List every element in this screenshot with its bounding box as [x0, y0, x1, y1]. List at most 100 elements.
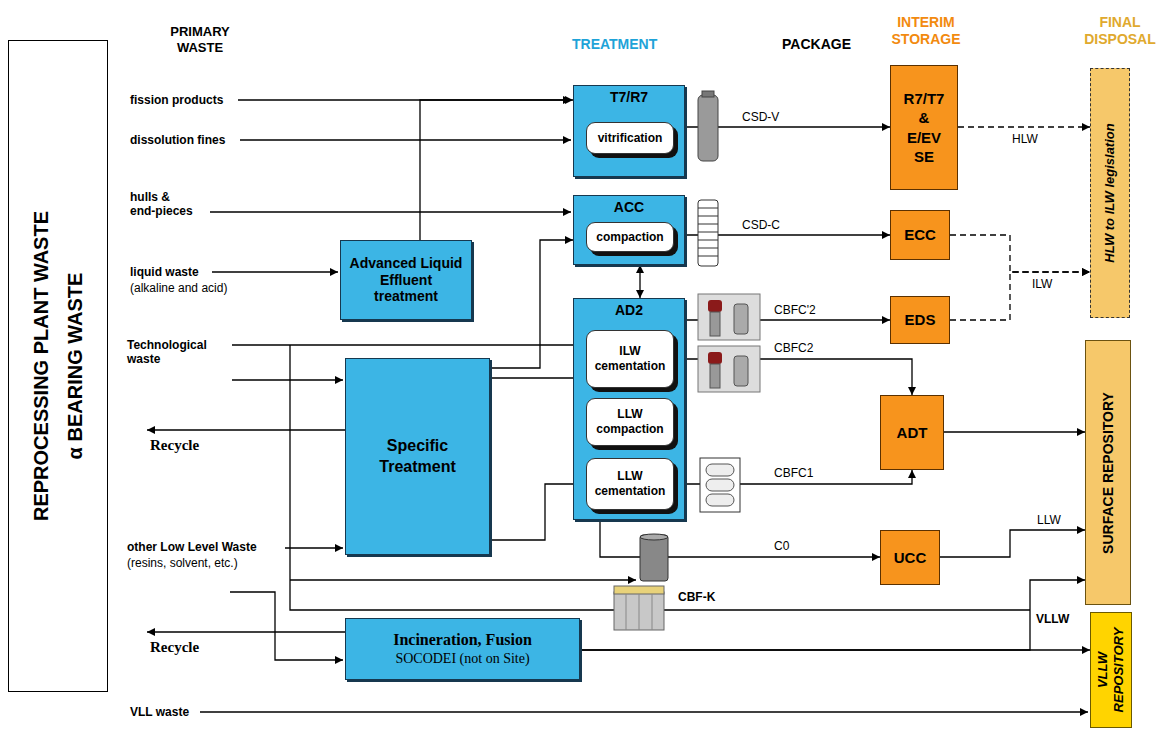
flow-connector — [580, 580, 1085, 650]
annotation-label: PACKAGE — [782, 36, 851, 53]
storage-box: ADT — [880, 395, 944, 470]
drum-top — [708, 300, 722, 312]
annotation-label: TREATMENT — [572, 36, 657, 53]
box-heading: ACC — [574, 196, 684, 216]
node-text: SURFACE REPOSITORY — [1100, 348, 1117, 598]
node-text: T7/R7 — [574, 89, 684, 106]
drum-body — [734, 356, 748, 386]
flow-connector — [639, 265, 640, 298]
package-label: ILW — [1030, 277, 1054, 291]
input-arrow — [212, 271, 338, 272]
node-text: vitrification — [598, 131, 663, 145]
disposal-box: HLW to ILW legislation — [1090, 68, 1130, 318]
annotation-label: VLL waste — [130, 705, 189, 719]
flow-connector — [950, 272, 1090, 320]
rotated-text-group: SURFACE REPOSITORY — [1100, 348, 1117, 598]
annotation-label: Recycle — [150, 638, 199, 656]
process-box: Advanced Liquid Effluent treatment — [340, 240, 472, 320]
package-label: CBFC2 — [772, 341, 815, 355]
node-text: ECC — [904, 226, 936, 244]
input-lines — [147, 100, 1088, 712]
process-box: Specific Treatment — [345, 358, 490, 555]
storage-box: EDS — [890, 296, 950, 344]
process-box: Incineration, FusionSOCODEI (not on Site… — [345, 618, 580, 680]
csd-c-canister — [698, 200, 718, 266]
drum-body — [710, 364, 720, 388]
annotation-label: FINAL DISPOSAL — [1072, 14, 1168, 48]
drum-lid — [640, 534, 668, 540]
input-arrow — [232, 344, 584, 345]
container-body — [698, 346, 760, 392]
process-box: AD2ILW cementationLLW compactionLLW ceme… — [573, 298, 685, 520]
disposal-box: VLLW REPOSITORY — [1090, 612, 1132, 728]
annotation-label: Technological waste — [127, 338, 237, 367]
annotation-label: (alkaline and acid) — [130, 281, 227, 295]
flow-connector — [490, 484, 586, 540]
process-step: LLW compaction — [586, 398, 674, 446]
annotation-label: liquid waste — [130, 265, 199, 279]
c0-drum — [640, 534, 668, 581]
box-heading: T7/R7 — [574, 86, 684, 106]
node-text: Incineration, Fusion — [393, 630, 532, 651]
flow-connector — [580, 649, 1090, 650]
package-label: CSD-V — [740, 110, 781, 124]
annotation-label: VLLW — [1036, 612, 1069, 626]
source-frame: REPROCESSING PLANT WASTEα BEARING WASTE — [8, 40, 108, 692]
csd-v-canister — [698, 91, 718, 161]
cbfc-2-container — [698, 294, 760, 340]
canister-body — [698, 200, 718, 266]
crate-top — [614, 586, 664, 594]
storage-box: ECC — [890, 210, 950, 260]
package-label: HLW — [1010, 132, 1040, 146]
cbfc1-container — [700, 458, 740, 512]
recycle-arrow — [147, 429, 345, 430]
node-text: REPROCESSING PLANT WASTE — [24, 56, 58, 676]
drum-top — [708, 352, 722, 364]
cbf-k-crate — [614, 586, 664, 630]
process-step: ILW cementation — [586, 330, 674, 388]
input-arrow — [240, 139, 571, 140]
recycle-arrow — [147, 631, 345, 632]
crate-ribs — [626, 594, 652, 630]
canister-ribs — [698, 208, 718, 256]
node-text: Specific Treatment — [352, 436, 483, 478]
flow-connector — [420, 100, 573, 240]
rotated-text-group: REPROCESSING PLANT WASTEα BEARING WASTE — [24, 56, 92, 676]
compacted-puck — [706, 464, 734, 476]
annotation-label: fission products — [130, 93, 223, 107]
process-step: vitrification — [586, 122, 674, 154]
flow-connector — [490, 377, 586, 378]
flow-connector — [944, 431, 1085, 432]
compacted-puck — [706, 479, 734, 491]
annotation-label: dissolution fines — [130, 133, 225, 147]
box-heading: AD2 — [574, 299, 684, 319]
package-label: C0 — [772, 539, 791, 553]
node-subtext: SOCODEI (not on Site) — [395, 650, 529, 668]
input-arrow — [210, 211, 571, 212]
node-text: ILW cementation — [587, 344, 673, 374]
node-text: Advanced Liquid Effluent treatment — [347, 255, 465, 305]
package-label: LLW — [1035, 513, 1063, 527]
canister-cap — [702, 91, 714, 97]
node-text: LLW cementation — [587, 469, 673, 499]
input-arrow — [200, 711, 1088, 712]
annotation-label: INTERIM STORAGE — [878, 14, 974, 48]
input-arrow — [232, 379, 343, 380]
container-body — [698, 294, 760, 340]
node-text: compaction — [596, 230, 663, 244]
flow-connector — [950, 235, 1090, 272]
drum-body — [640, 535, 668, 581]
annotation-label: Recycle — [150, 436, 199, 454]
crate-body — [614, 592, 664, 630]
node-subtext: α BEARING WASTE — [58, 56, 92, 676]
storage-box: R7/T7 & E/EV SE — [890, 65, 958, 190]
container-body — [700, 458, 740, 512]
node-text: HLW to ILW legislation — [1102, 75, 1118, 311]
node-text: VLLW REPOSITORY — [1095, 618, 1126, 722]
annotation-label: CBF-K — [678, 590, 715, 604]
annotation-label: hulls & end-pieces — [130, 190, 196, 219]
drum-body — [710, 312, 720, 336]
node-text: EDS — [905, 311, 936, 329]
package-label: CBFC1 — [772, 466, 815, 480]
